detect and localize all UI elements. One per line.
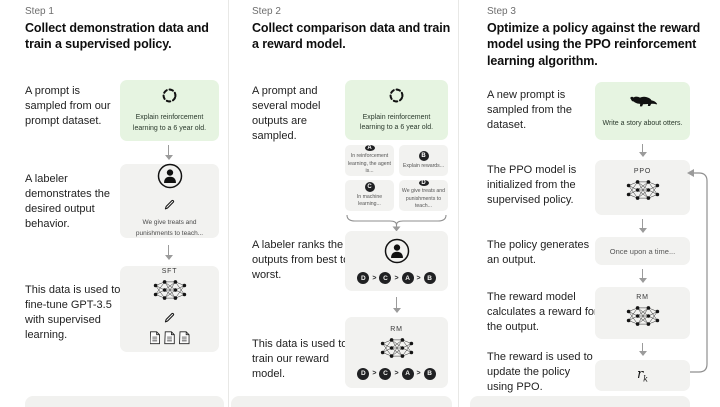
rm-label: RM xyxy=(636,293,649,301)
step-1-caption-labeler: A labeler demonstrates the desired outpu… xyxy=(25,173,110,230)
step-3-caption-reward: The reward model calculates a reward for… xyxy=(487,291,598,333)
neural-network-icon xyxy=(379,336,415,365)
step-1-caption-prompt: A prompt is sampled from our prompt data… xyxy=(25,85,111,127)
rank-item: B xyxy=(423,367,436,380)
documents-icon xyxy=(149,331,190,350)
ranking-row: D > C > A > B xyxy=(357,272,436,284)
step-1-caption-finetune: This data is used to fine-tune GPT-3.5 w… xyxy=(25,284,121,341)
step-1-heading: Collect demonstration data and train a s… xyxy=(25,21,209,52)
step-1-label: Step 1 xyxy=(25,6,54,17)
step-2-caption-prompt: A prompt and several model outputs are s… xyxy=(252,85,321,142)
step-2-caption-train: This data is used to train our reward mo… xyxy=(252,338,348,380)
ppo-model-box: PPO xyxy=(595,160,690,215)
arrow-down-icon xyxy=(392,297,401,313)
rank-item: C xyxy=(379,272,392,284)
step-3-label: Step 3 xyxy=(487,6,516,17)
step-3-caption-ppo: The PPO model is initialized from the su… xyxy=(487,164,577,206)
output-box-a: A In reinforcement learning, the agent i… xyxy=(345,145,394,176)
ppo-label: PPO xyxy=(633,168,652,175)
rank-separator: > xyxy=(394,370,399,377)
rank-item: B xyxy=(423,272,436,284)
output-tag: C xyxy=(364,182,375,192)
labeler-icon xyxy=(384,238,410,269)
prompt-sample-text: Explain reinforcement learning to a 6 ye… xyxy=(359,113,434,132)
prompt-sample-text: Explain reinforcement learning to a 6 ye… xyxy=(132,114,207,132)
policy-output-box: Once upon a time... xyxy=(595,237,690,265)
reward-model-box: RM xyxy=(595,287,690,339)
column-separator xyxy=(458,0,459,407)
output-tag: A xyxy=(364,145,375,152)
rank-separator: > xyxy=(416,370,421,377)
brace-arrow-icon xyxy=(346,214,447,232)
column-separator xyxy=(228,0,229,407)
output-box-c: C In machine learning... xyxy=(345,180,394,211)
rank-item: A xyxy=(401,272,414,284)
rank-separator: > xyxy=(372,370,377,377)
reward-symbol: rk xyxy=(636,367,649,384)
reward-value-box: rk xyxy=(595,360,690,391)
arrow-down-icon xyxy=(638,219,647,233)
ranking-row: D > C > A > B xyxy=(357,367,436,380)
neural-network-icon xyxy=(625,178,661,207)
neural-network-icon xyxy=(152,278,188,307)
step-3-caption-output: The policy generates an output. xyxy=(487,239,590,266)
cycle-icon xyxy=(388,87,405,109)
reward-model-box: RM D > C > A > B xyxy=(345,317,448,388)
step-3-caption-prompt: A new prompt is sampled from the dataset… xyxy=(487,89,572,131)
arrow-down-icon xyxy=(164,145,173,160)
output-text: In machine learning... xyxy=(356,193,383,208)
next-section-edge xyxy=(25,396,224,407)
arrow-down-icon xyxy=(638,343,647,356)
sft-model-box: SFT xyxy=(120,266,219,352)
prompt-sample-box: Write a story about otters. xyxy=(595,82,690,140)
rank-separator: > xyxy=(394,274,399,282)
sft-label: SFT xyxy=(161,268,178,275)
labeler-icon xyxy=(157,163,183,194)
arrow-down-icon xyxy=(638,269,647,283)
labeler-rank-box: D > C > A > B xyxy=(345,231,448,291)
output-tag: D xyxy=(418,180,429,187)
output-box-b: B Explain rewards... xyxy=(399,145,448,176)
step-2-label: Step 2 xyxy=(252,6,281,17)
labeler-demo-text: We give treats and punishments to teach.… xyxy=(135,219,204,237)
cycle-icon xyxy=(161,87,178,109)
rank-separator: > xyxy=(416,274,421,282)
next-section-edge xyxy=(470,396,690,407)
next-section-edge xyxy=(231,396,452,407)
rank-item: D xyxy=(357,367,370,380)
policy-output-text: Once upon a time... xyxy=(609,246,676,256)
rank-item: A xyxy=(401,367,414,380)
output-text: Explain rewards... xyxy=(402,162,445,169)
prompt-sample-box: Explain reinforcement learning to a 6 ye… xyxy=(120,80,219,141)
arrow-down-icon xyxy=(164,245,173,260)
feedback-loop-arrow xyxy=(687,169,708,373)
step-2-heading: Collect comparison data and train a rewa… xyxy=(252,21,451,52)
step-3-caption-update: The reward is used to update the policy … xyxy=(487,351,593,393)
rank-separator: > xyxy=(372,274,377,282)
step-2-caption-rank: A labeler ranks the outputs from best to… xyxy=(252,239,350,281)
rank-item: D xyxy=(357,272,370,284)
prompt-sample-text: Write a story about otters. xyxy=(602,119,683,127)
step-3-heading: Optimize a policy against the reward mod… xyxy=(487,21,701,68)
output-text: We give treats and punishments to teach.… xyxy=(401,188,446,210)
rm-label: RM xyxy=(390,325,403,333)
prompt-sample-box: Explain reinforcement learning to a 6 ye… xyxy=(345,80,448,140)
output-text: In reinforcement learning, the agent is.… xyxy=(348,153,391,175)
neural-network-icon xyxy=(625,304,661,333)
labeler-demo-box: We give treats and punishments to teach.… xyxy=(120,164,219,238)
pencil-icon xyxy=(164,197,175,215)
otter-icon xyxy=(628,93,658,115)
rank-item: C xyxy=(379,367,392,380)
output-box-d: D We give treats and punishments to teac… xyxy=(399,180,448,211)
output-tag: B xyxy=(418,150,429,161)
arrow-down-icon xyxy=(638,144,647,157)
pencil-icon xyxy=(164,310,175,328)
